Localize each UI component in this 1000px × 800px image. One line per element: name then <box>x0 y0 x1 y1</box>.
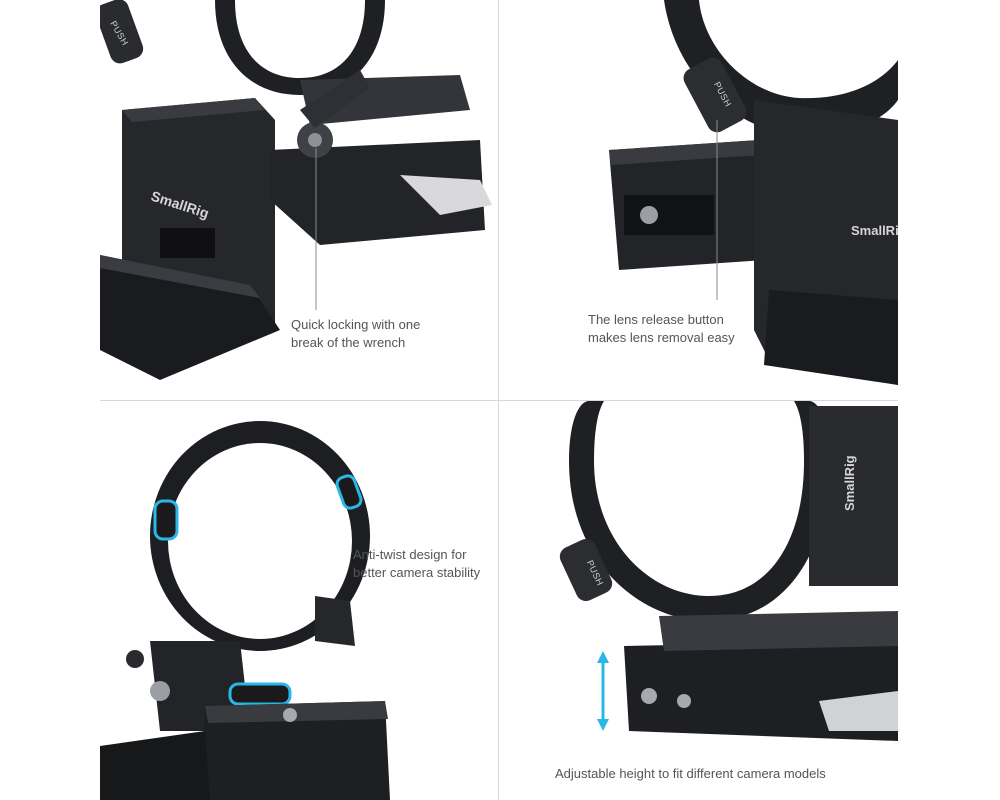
caption-line: break of the wrench <box>291 335 406 350</box>
svg-text:SmallRig: SmallRig <box>842 455 857 511</box>
caption-line: Quick locking with one <box>291 317 421 332</box>
lens-release-illustration: PUSH SmallRig <box>609 0 898 385</box>
caption-line: The lens release button <box>588 312 724 327</box>
caption-adjustable-height: Adjustable height to fit different camer… <box>555 765 826 783</box>
caption-line: Adjustable height to fit different camer… <box>555 766 826 781</box>
panel-quick-lock: PUSH SmallRig Quick locking with one bre… <box>100 0 498 400</box>
panel-lens-release: PUSH SmallRig The lens release button ma… <box>499 0 898 400</box>
svg-text:SmallRig: SmallRig <box>851 223 898 238</box>
anti-twist-illustration <box>100 421 390 800</box>
horizontal-divider <box>100 400 898 401</box>
panel-adjustable-height: SmallRig PUSH Adjustable height to fit d… <box>499 401 898 800</box>
caption-anti-twist: Anti-twist design for better camera stab… <box>353 546 480 582</box>
adjustable-height-illustration: SmallRig PUSH <box>559 401 898 741</box>
caption-lens-release: The lens release button makes lens remov… <box>588 311 735 347</box>
caption-line: better camera stability <box>353 565 481 580</box>
caption-line: makes lens removal easy <box>588 330 735 345</box>
caption-quick-lock: Quick locking with one break of the wren… <box>291 316 420 352</box>
panel-anti-twist: Anti-twist design for better camera stab… <box>100 401 498 800</box>
caption-line: Anti-twist design for <box>353 547 467 562</box>
quick-lock-illustration: PUSH SmallRig <box>100 0 492 380</box>
